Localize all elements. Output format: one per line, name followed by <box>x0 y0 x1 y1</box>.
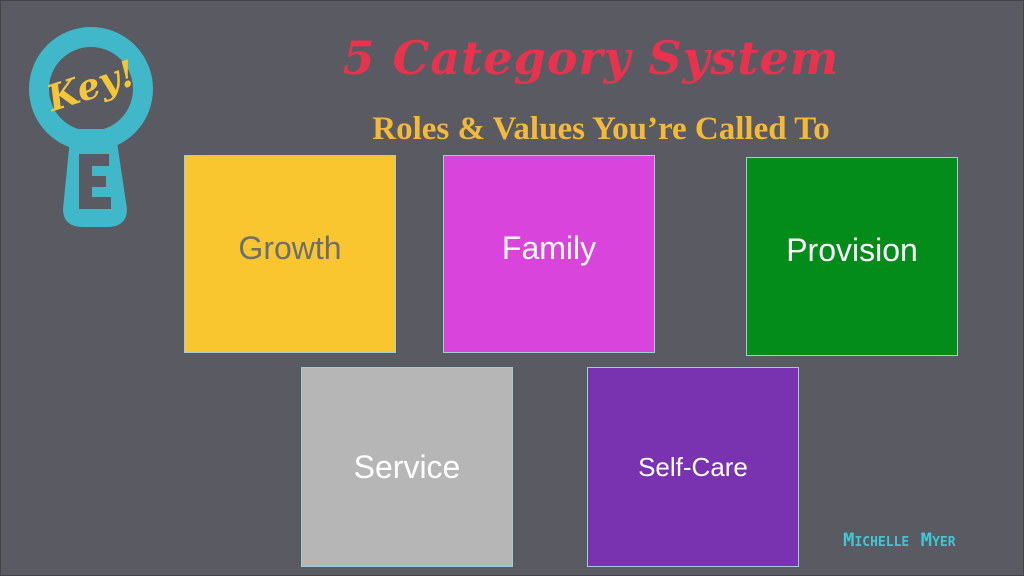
slide-subtitle: Roles & Values You’re Called To <box>372 111 830 147</box>
slide-title: 5 Category System <box>342 31 840 85</box>
brand-signature: Michelle Myer <box>843 529 956 551</box>
category-self-care: Self-Care <box>587 367 799 567</box>
category-family: Family <box>443 155 655 353</box>
category-provision: Provision <box>746 157 958 356</box>
category-growth: Growth <box>184 155 396 353</box>
key-logo-icon: Key! <box>29 27 153 227</box>
category-service: Service <box>301 367 513 567</box>
